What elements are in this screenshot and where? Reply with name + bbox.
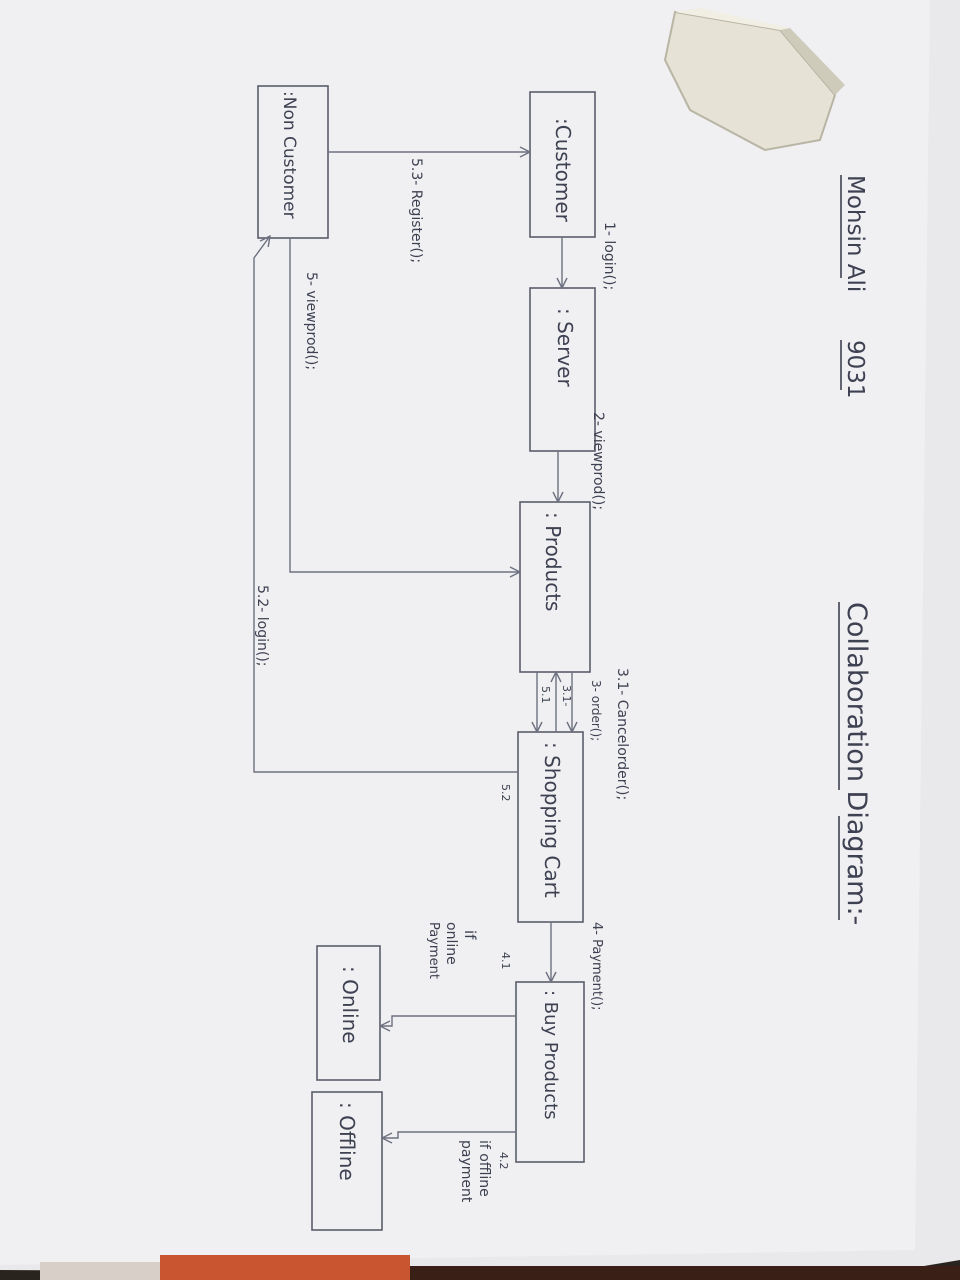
object-non-customer: :Non Customer <box>257 85 329 239</box>
message-labels: 1- login(); 2- viewprod(); 5.3- Register… <box>254 158 630 1203</box>
cond-online-word: online <box>443 922 459 965</box>
object-offline: : Offline <box>311 1091 383 1231</box>
msg-5: 5- viewprod(); <box>303 272 319 370</box>
cond-online-payment: Payment <box>426 922 441 979</box>
msg-4-1: 4.1 <box>499 952 512 970</box>
author-name: Mohsin Ali <box>842 175 868 292</box>
svg-text:: Buy Products: : Buy Products <box>540 990 561 1120</box>
msg-5-2-login: 5.2- login(); <box>254 585 270 667</box>
roll-number: 9031 <box>842 340 868 399</box>
msg-1: 1- login(); <box>601 222 617 290</box>
msg-5-1: 5.1 <box>539 686 552 704</box>
msg-2: 2- viewprod(); <box>590 412 606 510</box>
svg-text:: Shopping Cart: : Shopping Cart <box>540 742 564 898</box>
svg-text::Customer: :Customer <box>551 118 575 223</box>
msg-3-1-cancel: 3.1- Cancelorder(); <box>614 668 630 800</box>
msg-4-2: 4.2 <box>497 1152 510 1170</box>
object-online: : Online <box>316 945 381 1081</box>
svg-text:: Products: : Products <box>541 512 565 611</box>
svg-text::Non Customer: :Non Customer <box>279 91 299 219</box>
svg-text:: Online: : Online <box>338 966 362 1044</box>
msg-5-2: 5.2 <box>499 784 512 802</box>
msg-3-1-short: 3.1- <box>560 685 573 706</box>
msg-5-3: 5.3- Register(); <box>408 158 424 263</box>
svg-text:: Server: : Server <box>553 308 577 387</box>
diagram-title: Collaboration Diagram:- <box>841 602 872 925</box>
connectors <box>253 152 572 1138</box>
msg-3: 3- order(); <box>589 680 603 741</box>
cond-offline-if: if offline <box>476 1140 492 1197</box>
object-products: : Products <box>519 501 591 673</box>
cond-online-if: if <box>461 930 479 940</box>
cond-offline-payment: payment <box>458 1140 474 1203</box>
svg-text:: Offline: : Offline <box>335 1102 359 1181</box>
eraser <box>663 8 845 152</box>
msg-4: 4- Payment(); <box>589 922 604 1011</box>
